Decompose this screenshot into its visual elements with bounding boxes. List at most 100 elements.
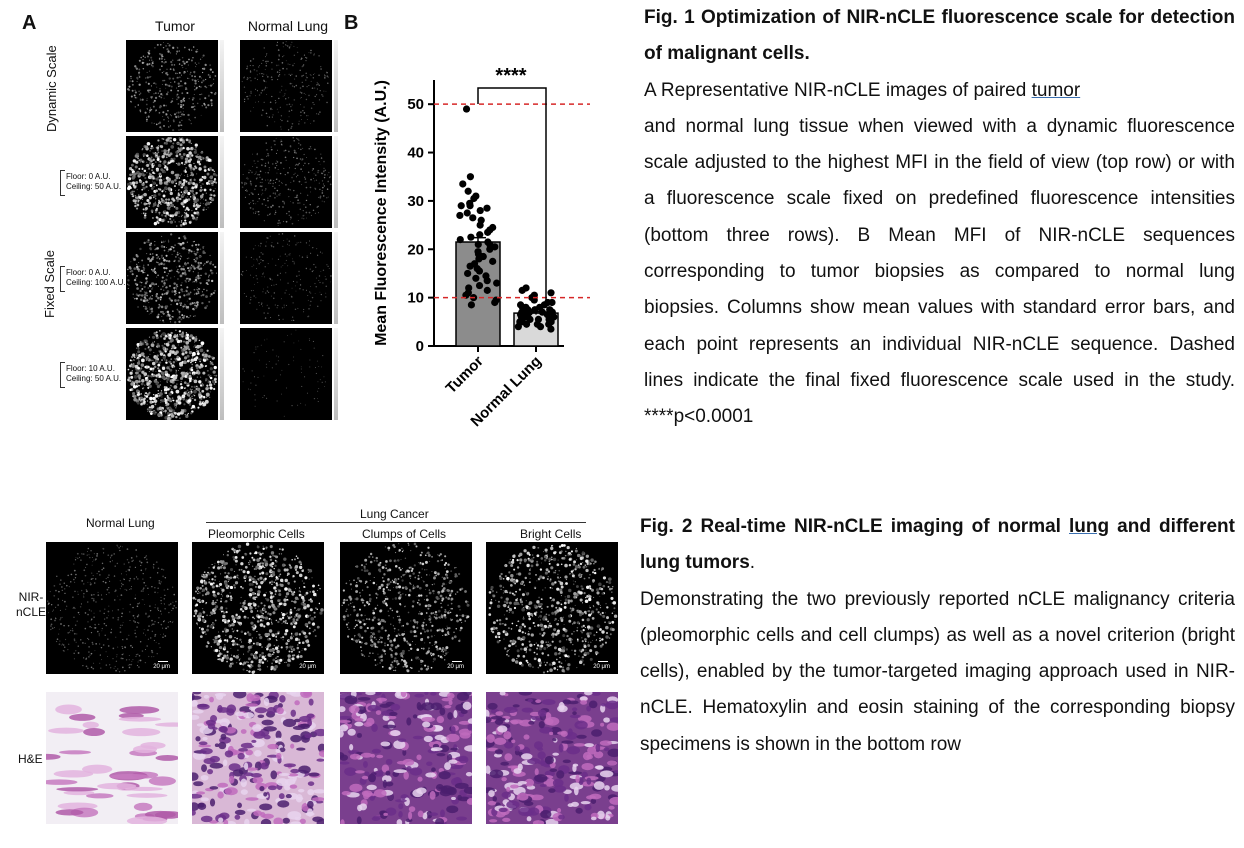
data-point	[483, 204, 491, 212]
fig2-subheader-bright: Bright Cells	[520, 527, 582, 541]
scale-bar-label: 20 μm	[593, 664, 610, 670]
data-point	[475, 267, 484, 275]
fig2-row-label-he: H&E	[18, 752, 43, 766]
data-point	[462, 105, 471, 113]
data-point	[518, 286, 526, 294]
x-tick-label: Tumor	[443, 353, 487, 397]
fig2-nir-image-1: 20 μm	[46, 542, 178, 674]
fig1-caption-a-prefix: A Representative NIR-nCLE images of pair…	[644, 79, 1032, 101]
data-point	[457, 202, 465, 210]
fig2-nir-image-4: 20 μm	[486, 542, 618, 674]
data-point	[475, 255, 483, 263]
data-point	[456, 211, 464, 220]
intensity-colorbar	[334, 328, 338, 420]
intensity-colorbar	[220, 328, 224, 420]
data-point	[484, 228, 492, 236]
row2-ceiling: Ceiling: 50 A.U.	[66, 182, 122, 191]
data-point	[483, 286, 491, 294]
y-tick-label: 20	[407, 241, 424, 258]
fig2-header-lung-cancer: Lung Cancer	[360, 507, 429, 521]
row2-floor: Floor: 0 A.U.	[66, 172, 111, 181]
nir-tile-row3-tumor	[126, 232, 218, 324]
data-point	[548, 298, 556, 307]
data-point	[456, 236, 464, 244]
data-point	[464, 269, 472, 278]
data-point	[466, 202, 474, 210]
data-point	[467, 301, 476, 309]
fig1-caption-tumor-word: tumor	[1031, 79, 1081, 101]
row-label-dynamic-scale: Dynamic Scale	[44, 45, 59, 132]
significance-bracket	[477, 87, 547, 308]
scale-bar	[598, 661, 608, 662]
nir-tile-row1-normal	[240, 40, 332, 132]
intensity-colorbar	[220, 40, 224, 132]
panel-a-letter: A	[22, 12, 37, 34]
intensity-colorbar	[334, 40, 338, 132]
data-point	[466, 262, 474, 270]
fig2-caption-lung-word: lung	[1069, 516, 1110, 537]
data-point	[514, 323, 522, 331]
nir-tile-row4-tumor	[126, 328, 218, 420]
y-tick-label: 10	[407, 290, 424, 307]
y-tick-label: 0	[416, 338, 424, 355]
intensity-colorbar	[220, 136, 224, 228]
fig2-caption-title-end: .	[749, 552, 756, 574]
data-point	[491, 298, 499, 307]
row2-bracket	[60, 170, 65, 196]
nir-tile-row4-normal	[240, 328, 332, 420]
fig2-nir-image-2: 20 μm	[192, 542, 324, 674]
y-tick-label: 40	[407, 145, 424, 162]
fig2-he-image-2	[192, 692, 324, 824]
scale-bar-label: 20 μm	[153, 664, 170, 670]
fig2-caption-title-post: and different lung tumors	[640, 516, 1235, 574]
scale-bar	[158, 661, 168, 662]
col-header-tumor: Tumor	[155, 18, 195, 34]
nir-tile-row3-normal	[240, 232, 332, 324]
row3-floor: Floor: 0 A.U.	[66, 268, 111, 277]
data-point	[459, 180, 467, 188]
data-point	[483, 277, 491, 285]
data-point	[476, 221, 484, 229]
fig2-row-label-nir: NIR- nCLE	[16, 590, 47, 619]
intensity-colorbar	[334, 136, 338, 228]
data-point	[522, 320, 531, 328]
intensity-colorbar	[334, 232, 338, 324]
nir-tile-row2-tumor	[126, 136, 218, 228]
scale-bar	[304, 661, 314, 662]
fig2-header-normal-lung: Normal Lung	[86, 516, 155, 530]
data-point	[469, 214, 477, 222]
data-point	[472, 274, 480, 282]
fig2-subheader-clumps: Clumps of Cells	[362, 527, 447, 541]
row4-floor: Floor: 10 A.U.	[66, 364, 115, 373]
data-point	[464, 187, 472, 195]
data-point	[476, 206, 484, 215]
row3-bracket	[60, 266, 65, 292]
fig2-caption-title: Fig. 2 Real-time NIR-nCLE imaging of nor…	[640, 509, 1235, 582]
nir-tile-row2-normal	[240, 136, 332, 228]
fig2-group-rule	[206, 522, 586, 523]
data-point	[475, 281, 484, 290]
fig2-nir-image-3: 20 μm	[340, 542, 472, 674]
fig2-caption: Fig. 2 Real-time NIR-nCLE imaging of nor…	[640, 509, 1235, 763]
data-point	[486, 245, 494, 253]
row4-ceiling: Ceiling: 50 A.U.	[66, 374, 122, 383]
row3-ceiling: Ceiling: 100 A.U.	[66, 278, 126, 287]
data-point	[470, 194, 478, 203]
data-point	[547, 325, 555, 333]
fig1-caption: Fig. 1 Optimization of NIR-nCLE fluoresc…	[644, 0, 1235, 436]
fig2-subheader-pleomorphic: Pleomorphic Cells	[208, 527, 305, 541]
fig2-he-image-1	[46, 692, 178, 824]
fig1-caption-title: Fig. 1 Optimization of NIR-nCLE fluoresc…	[644, 7, 1235, 65]
panel-b-letter: B	[344, 12, 359, 34]
scale-bar-label: 20 μm	[299, 664, 316, 670]
nir-tile-row1-tumor	[126, 40, 218, 132]
fig2-he-image-3	[340, 692, 472, 824]
data-point	[476, 231, 484, 239]
row4-bracket	[60, 362, 65, 388]
data-point	[466, 173, 475, 181]
fig2-caption-title-pre: Fig. 2 Real-time NIR-nCLE imaging of nor…	[640, 516, 1069, 537]
fig2-caption-body: Demonstrating the two previously reporte…	[640, 588, 1235, 755]
scale-bar-label: 20 μm	[447, 664, 464, 670]
data-point	[489, 257, 497, 265]
